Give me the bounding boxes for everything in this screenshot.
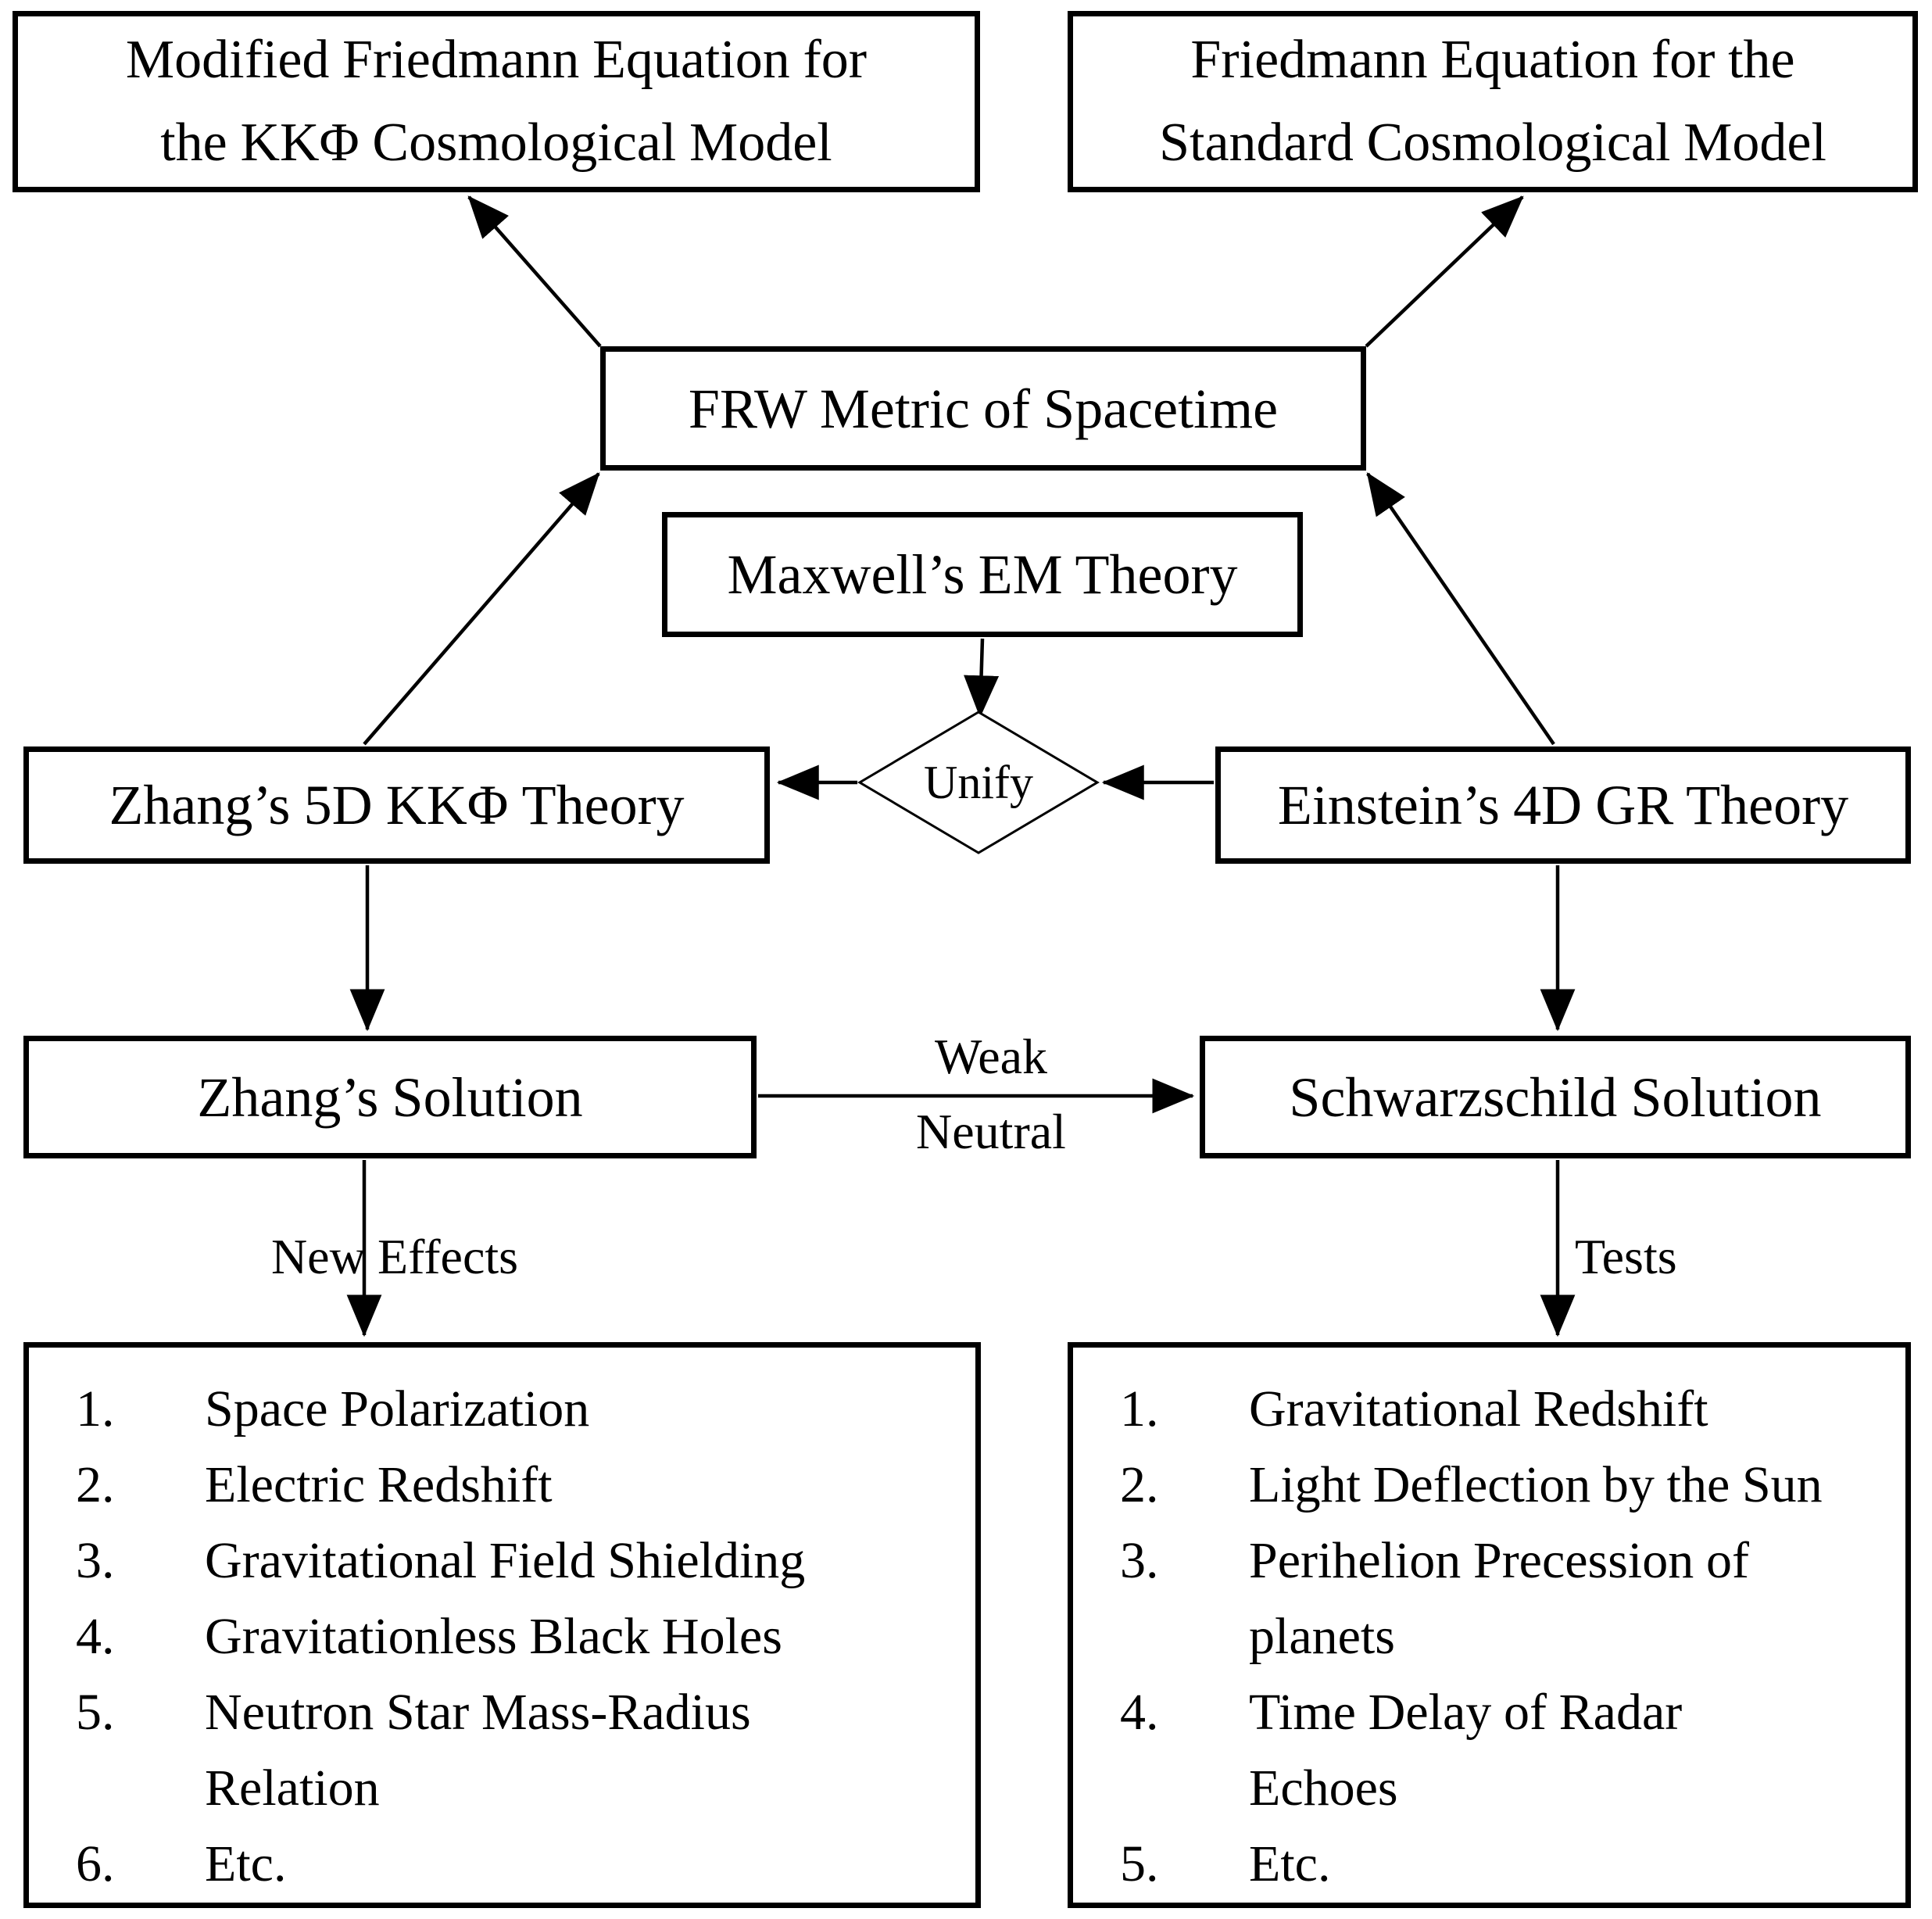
list-item-text: Light Deflection by the Sun (1249, 1456, 1823, 1513)
node-new-effects-list: 1. Space Polarization 2. Electric Redshi… (23, 1342, 981, 1908)
list-item-number: 5. (76, 1684, 115, 1741)
list-item-text: Etc. (205, 1835, 287, 1892)
list-item-text: Time Delay of Radar (1249, 1684, 1683, 1741)
arrow-maxwell-to-unify (964, 638, 1000, 718)
unify-diamond (857, 711, 1100, 854)
list-item: 3. Gravitational Field Shielding (76, 1523, 960, 1599)
node-zhang-theory: Zhang’s 5D KKΦ Theory (23, 746, 770, 864)
list-item-text: Echoes (1249, 1760, 1398, 1817)
list-item-number: 2. (1120, 1456, 1159, 1513)
list-item-text: Electric Redshift (205, 1456, 553, 1513)
list-item-text: Gravitational Field Shielding (205, 1532, 806, 1589)
arrow-frw-to-standard-friedmann (1365, 195, 1524, 348)
node-modified-friedmann-line2: the KKΦ Cosmological Model (160, 113, 832, 173)
list-item-number: 5. (1120, 1835, 1159, 1892)
list-item: 4. Gravitationless Black Holes (76, 1599, 960, 1674)
node-frw-metric: FRW Metric of Spacetime (600, 346, 1366, 471)
node-einstein-theory: Einstein’s 4D GR Theory (1215, 746, 1911, 864)
list-item: 4. Time Delay of Radar Echoes (1120, 1674, 1890, 1826)
node-modified-friedmann-line1: Modified Friedmann Equation for (125, 30, 868, 90)
node-schwarzschild-solution: Schwarzschild Solution (1200, 1036, 1911, 1158)
list-item-text: Etc. (1249, 1835, 1331, 1892)
node-zhang-solution: Zhang’s Solution (23, 1036, 757, 1158)
list-item-number: 3. (76, 1532, 115, 1589)
node-schwarzschild-solution-label: Schwarzschild Solution (1289, 1065, 1822, 1129)
node-standard-friedmann-line2: Standard Cosmological Model (1159, 113, 1826, 173)
list-item: 2. Light Deflection by the Sun (1120, 1447, 1890, 1523)
edge-label-tests: Tests (1575, 1229, 1677, 1284)
list-item: 2. Electric Redshift (76, 1447, 960, 1523)
list-item-text: Neutron Star Mass-Radius (205, 1684, 751, 1741)
list-item: 5. Neutron Star Mass-Radius Relation (76, 1674, 960, 1826)
list-item-text: Gravitational Redshift (1249, 1380, 1708, 1437)
list-item-text: Gravitationless Black Holes (205, 1608, 782, 1665)
list-item-number: 4. (76, 1608, 115, 1665)
list-item-text: Space Polarization (205, 1380, 590, 1437)
node-standard-friedmann-line1: Friedmann Equation for the (1190, 30, 1795, 90)
list-item-number: 3. (1120, 1532, 1159, 1589)
arrow-einstein-theory-to-frw (1366, 472, 1555, 746)
list-item-number: 1. (1120, 1380, 1159, 1437)
edge-label-neutral: Neutral (916, 1104, 1066, 1159)
node-maxwell-em-theory: Maxwell’s EM Theory (662, 512, 1303, 637)
node-zhang-solution-label: Zhang’s Solution (197, 1065, 583, 1129)
list-item-number: 4. (1120, 1684, 1159, 1741)
list-item: 1. Gravitational Redshift (1120, 1371, 1890, 1447)
arrow-frw-to-modified-friedmann (467, 195, 602, 348)
list-item: 6. Etc. (76, 1826, 960, 1902)
node-tests-list: 1. Gravitational Redshift 2. Light Defle… (1068, 1342, 1911, 1908)
node-zhang-theory-label: Zhang’s 5D KKΦ Theory (109, 774, 685, 836)
list-item: 5. Etc. (1120, 1826, 1890, 1902)
edge-label-weak: Weak (934, 1029, 1048, 1084)
list-item-text: Perihelion Precession of (1249, 1532, 1749, 1589)
node-maxwell-em-theory-label: Maxwell’s EM Theory (727, 543, 1238, 606)
node-unify-label: Unify (924, 757, 1033, 808)
node-einstein-theory-label: Einstein’s 4D GR Theory (1277, 774, 1849, 836)
list-item-number: 1. (76, 1380, 115, 1437)
edge-label-new-effects: New Effects (270, 1229, 519, 1284)
list-item: 3. Perihelion Precession of planets (1120, 1523, 1890, 1674)
list-item-text: Relation (205, 1760, 380, 1817)
arrow-zhang-theory-to-frw (363, 472, 600, 746)
list-item: 1. Space Polarization (76, 1371, 960, 1447)
list-item-number: 2. (76, 1456, 115, 1513)
node-frw-metric-label: FRW Metric of Spacetime (688, 377, 1279, 440)
list-item-number: 6. (76, 1835, 115, 1892)
node-standard-friedmann: Friedmann Equation for the Standard Cosm… (1068, 11, 1918, 192)
list-item-text: planets (1249, 1608, 1395, 1665)
node-modified-friedmann: Modified Friedmann Equation for the KKΦ … (13, 11, 980, 192)
